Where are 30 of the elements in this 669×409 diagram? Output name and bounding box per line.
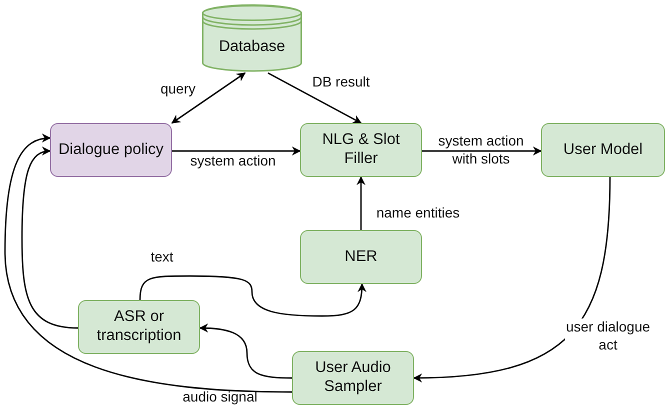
arrow [422,146,542,156]
node-label: Database [218,38,286,56]
edge-label: system action with slots [437,132,525,168]
arrow [172,146,301,156]
arrow [199,324,292,379]
edge-label: text [150,248,174,266]
arrow [4,134,292,393]
arrow [268,72,362,124]
process-box [50,123,172,177]
edge-label: audio signal [182,388,258,406]
node-label: User Audio Sampler [314,359,392,397]
process-box [541,123,665,177]
node-label: User Model [563,140,643,160]
edge-label: DB result [312,73,370,91]
edge-label: query [160,80,196,98]
process-box [300,123,422,177]
process-box [300,230,422,284]
arrow [139,275,366,317]
arrow [413,176,611,382]
node-label: ASR or transcription [96,308,182,346]
edge-label: name entities [376,204,460,222]
node-label: NER [344,248,378,266]
arrow [171,72,246,124]
edge-label: system action [190,152,276,170]
process-box [78,300,200,354]
node-label: NLG & Slot Filler [321,131,401,169]
node-label: Dialogue policy [58,140,164,160]
process-box [292,351,414,405]
arrow [356,176,366,230]
arrow [21,147,78,329]
